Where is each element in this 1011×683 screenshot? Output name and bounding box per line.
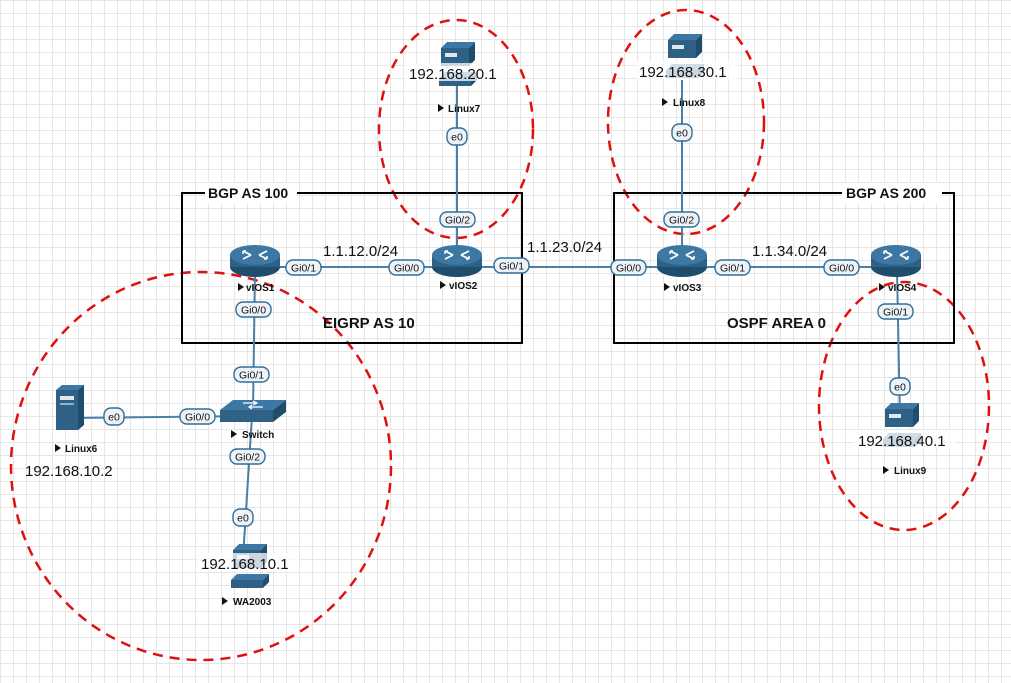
node-label-linux8: Linux8 — [673, 98, 706, 109]
ip-label-linux6: 192.168.10.2 — [25, 463, 113, 480]
zone-linux9 — [817, 280, 991, 532]
port-label: Gi0/0 — [616, 263, 641, 275]
router-icon — [656, 244, 708, 278]
port-linux9-e0[interactable]: e0 — [889, 377, 911, 396]
port-vios3-gi00[interactable]: Gi0/0 — [610, 259, 647, 276]
node-vios2[interactable]: vIOS2 — [431, 244, 483, 292]
switch-icon — [219, 399, 287, 423]
play-icon — [231, 430, 237, 438]
node-label-vios2: vIOS2 — [449, 281, 478, 292]
node-vios3[interactable]: vIOS3 — [656, 244, 708, 294]
port-label: Gi0/1 — [239, 370, 264, 382]
port-label: Gi0/2 — [445, 215, 470, 227]
port-label: Gi0/0 — [829, 263, 854, 275]
link-vios1-switch — [252, 269, 256, 411]
port-label: e0 — [894, 382, 906, 394]
ip-label-wa2003: 192.168.10.1 — [201, 556, 289, 573]
node-linux6[interactable]: Linux6 192.168.10.2 — [25, 385, 113, 480]
port-switch-gi00[interactable]: Gi0/0 — [179, 408, 216, 425]
port-linux7-e0[interactable]: e0 — [446, 127, 468, 146]
node-linux7[interactable]: 192.168.20.1 Linux7 — [405, 42, 507, 115]
play-icon — [55, 444, 61, 452]
port-label: e0 — [451, 132, 463, 144]
play-icon — [664, 283, 670, 291]
play-icon — [438, 104, 444, 112]
ip-label-linux7: 192.168.20.1 — [409, 66, 497, 83]
zone-lan-10 — [9, 270, 393, 662]
port-label: e0 — [676, 128, 688, 140]
play-icon — [879, 283, 885, 291]
port-label: Gi0/2 — [235, 452, 260, 464]
play-icon — [222, 597, 228, 605]
link-switch-wa2003 — [242, 415, 253, 559]
region-title-bgp200: BGP AS 200 — [846, 185, 926, 201]
region-sub-ospf: OSPF AREA 0 — [727, 315, 826, 332]
port-label: Gi0/1 — [291, 263, 316, 275]
port-linux8-e0[interactable]: e0 — [671, 123, 693, 142]
port-label: Gi0/1 — [499, 261, 524, 273]
node-label-linux9: Linux9 — [894, 466, 927, 477]
port-vios2-gi02[interactable]: Gi0/2 — [439, 211, 476, 228]
zone-linux7 — [377, 18, 535, 240]
port-vios3-gi02[interactable]: Gi0/2 — [663, 211, 700, 228]
router-icon — [229, 244, 281, 278]
port-vios1-gi01[interactable]: Gi0/1 — [285, 259, 322, 276]
node-label-vios1: vIOS1 — [246, 283, 275, 294]
node-linux8[interactable]: 192.168.30.1 Linux8 — [636, 34, 738, 109]
port-label: Gi0/1 — [883, 307, 908, 319]
play-icon — [883, 466, 889, 474]
subnet-label-23: 1.1.23.0/24 — [527, 239, 602, 256]
node-linux9[interactable]: 192.168.40.1 Linux9 — [854, 403, 956, 477]
port-label: Gi0/1 — [720, 263, 745, 275]
node-switch[interactable]: Switch — [219, 399, 287, 441]
port-label: Gi0/0 — [394, 263, 419, 275]
tower-server-icon — [56, 385, 84, 430]
port-label: Gi0/0 — [185, 412, 210, 424]
node-label-linux6: Linux6 — [65, 444, 98, 455]
port-vios2-gi01[interactable]: Gi0/1 — [493, 257, 530, 274]
node-label-wa2003: WA2003 — [233, 597, 272, 608]
node-vios4[interactable]: vIOS4 — [870, 244, 922, 294]
node-wa2003[interactable]: 192.168.10.1 WA2003 — [197, 544, 299, 608]
play-icon — [440, 281, 446, 289]
play-icon — [662, 98, 668, 106]
node-label-vios3: vIOS3 — [673, 283, 702, 294]
port-vios4-gi00[interactable]: Gi0/0 — [823, 259, 860, 276]
port-label: e0 — [108, 412, 120, 424]
port-vios2-gi00[interactable]: Gi0/0 — [388, 259, 425, 276]
router-icon — [870, 244, 922, 278]
region-title-bgp100: BGP AS 100 — [208, 185, 288, 201]
ip-label-linux8: 192.168.30.1 — [639, 64, 727, 81]
router-icon — [431, 244, 483, 278]
node-label-switch: Switch — [242, 430, 274, 441]
port-vios3-gi01[interactable]: Gi0/1 — [714, 259, 751, 276]
play-icon — [238, 283, 244, 291]
port-label: e0 — [237, 513, 249, 525]
port-vios1-gi00[interactable]: Gi0/0 — [235, 301, 272, 318]
port-label: Gi0/0 — [241, 305, 266, 317]
zone-linux8 — [606, 8, 766, 236]
port-linux6-e0[interactable]: e0 — [103, 407, 125, 426]
node-label-vios4: vIOS4 — [888, 283, 917, 294]
subnet-label-12: 1.1.12.0/24 — [323, 243, 398, 260]
port-wa2003-e0[interactable]: e0 — [232, 508, 254, 527]
ip-label-linux9: 192.168.40.1 — [858, 433, 946, 450]
node-vios1[interactable]: vIOS1 — [229, 244, 281, 294]
port-switch-gi02[interactable]: Gi0/2 — [229, 448, 266, 465]
node-label-linux7: Linux7 — [448, 104, 481, 115]
port-switch-gi01[interactable]: Gi0/1 — [233, 366, 270, 383]
subnet-label-34: 1.1.34.0/24 — [752, 243, 827, 260]
port-vios4-gi01[interactable]: Gi0/1 — [877, 303, 914, 320]
region-sub-eigrp: EIGRP AS 10 — [323, 315, 415, 332]
port-label: Gi0/2 — [669, 215, 694, 227]
